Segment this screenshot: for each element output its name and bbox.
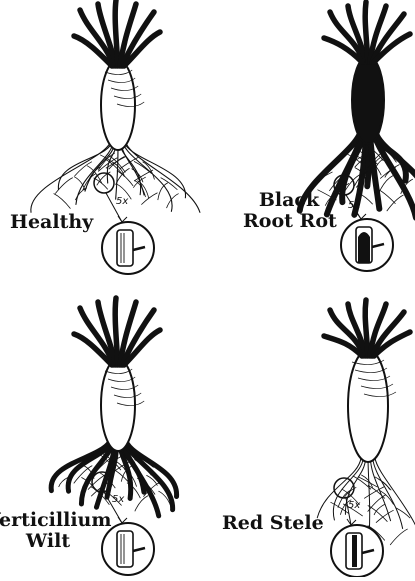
inset-root xyxy=(117,230,133,266)
rootlet xyxy=(364,487,384,499)
mag-red-stele: 5x xyxy=(348,500,360,511)
mag-healthy: 5x xyxy=(116,196,128,207)
label-red-stele-line1: Red Stele xyxy=(222,512,324,534)
root xyxy=(31,140,111,212)
label-black-root-rot-line1: Black xyxy=(243,190,335,211)
leaf-blade xyxy=(365,2,368,62)
plant-red-stele xyxy=(317,300,415,577)
crown-verticillium-wilt xyxy=(101,359,135,451)
rootlet xyxy=(390,529,408,545)
label-black-root-rot: Black Root Rot xyxy=(243,190,335,232)
crown-red-stele xyxy=(348,350,388,462)
root xyxy=(370,458,390,521)
rootlet xyxy=(54,194,71,209)
root xyxy=(125,140,200,212)
inset-root xyxy=(117,531,133,567)
crown-healthy xyxy=(101,60,135,150)
label-verticillium-wilt-line1: Verticillium xyxy=(0,510,110,531)
rootlet xyxy=(378,479,389,489)
mag-verticillium-wilt: 5x xyxy=(112,494,124,505)
root xyxy=(375,130,415,196)
label-verticillium-wilt-line2: Wilt xyxy=(0,531,110,552)
inset-stele xyxy=(352,535,357,567)
label-red-stele: Red Stele xyxy=(222,513,324,534)
leaf-blade xyxy=(115,0,118,66)
leaf-blade xyxy=(115,298,118,365)
crown-black-root-rot xyxy=(352,56,384,144)
rootlet xyxy=(158,183,168,200)
rootlet xyxy=(135,496,148,512)
inset-lesion xyxy=(358,232,370,263)
rootlet xyxy=(119,157,138,169)
leaf-blade xyxy=(365,300,368,356)
label-healthy: Healthy xyxy=(10,212,93,233)
inset-pointer-arrow xyxy=(347,519,356,525)
mag-black-root-rot: 5x xyxy=(348,200,360,211)
rootlet xyxy=(55,178,73,194)
label-healthy-line1: Healthy xyxy=(10,211,93,233)
root xyxy=(373,458,403,529)
label-verticillium-wilt: Verticillium Wilt xyxy=(0,510,110,552)
label-black-root-rot-line2: Root Rot xyxy=(243,211,335,232)
